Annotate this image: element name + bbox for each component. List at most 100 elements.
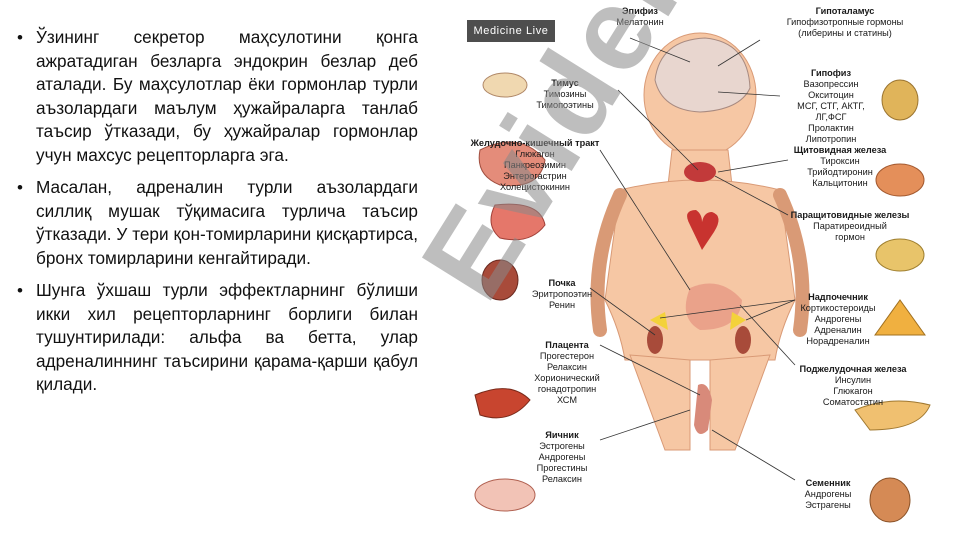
adrenal-shape — [730, 312, 746, 330]
label-yaichnik: Яичник Эстрогены Андрогены Прогестины Ре… — [522, 430, 602, 485]
bullet-text: Ўзининг секретор маҳсулотини қонга ажрат… — [36, 27, 418, 165]
label-line: Гипофизотропные гормоны — [786, 17, 904, 27]
label-line: Андрогены — [814, 314, 862, 324]
label-line: Кортикостероиды — [800, 303, 876, 313]
label-epifiz: Эпифиз Мелатонин — [600, 6, 680, 28]
side-organ-icons — [474, 72, 931, 523]
label-title: Плацента — [545, 340, 589, 350]
endocrine-figure: Эпифиз Мелатонин Гипоталамус Гипофизотро… — [450, 0, 961, 540]
label-line: Ренин — [548, 300, 576, 310]
label-line: гонадотропин — [537, 384, 597, 394]
label-line: ЛГ,ФСГ — [815, 112, 847, 122]
thymus-icon — [482, 72, 528, 98]
label-line: Инсулин — [834, 375, 872, 385]
pituitary-icon — [881, 79, 919, 121]
testis-icon — [869, 477, 911, 523]
label-line: Соматостатин — [822, 397, 884, 407]
label-title: Эпифиз — [622, 6, 658, 16]
label-title: Поджелудочная железа — [799, 364, 907, 374]
stomach-shape — [685, 283, 742, 330]
label-line: Андрогены — [804, 489, 852, 499]
label-title: Паращитовидные железы — [790, 210, 910, 220]
bullet-dot-icon: • — [17, 281, 23, 300]
brain-shape — [654, 37, 751, 113]
label-line: Тимопоэтины — [536, 100, 594, 110]
bullet-item: • Ўзининг секретор маҳсулотини қонга ажра… — [14, 26, 418, 167]
placenta-icon — [474, 388, 531, 419]
label-line: Адреналин — [814, 325, 862, 335]
label-title: Желудочно-кишечный тракт — [470, 138, 600, 148]
label-semennik: Семенник Андрогены Эстрагены — [788, 478, 868, 511]
label-shchitovidnaya: Щитовидная железа Тироксин Трийодтиронин… — [785, 145, 895, 189]
ovary-icon — [474, 478, 536, 512]
label-line: Мелатонин — [616, 17, 664, 27]
adrenal-shape — [650, 312, 668, 330]
label-zhkt: Желудочно-кишечный тракт Глюкагон Панкре… — [460, 138, 610, 193]
brand-badge: Medicine Live — [467, 20, 555, 42]
thyroid-shape — [684, 162, 716, 182]
heart-shape — [687, 210, 719, 250]
label-line: Тироксин — [820, 156, 860, 166]
label-line: Окситоцин — [808, 90, 854, 100]
bullet-list: • Ўзининг секретор маҳсулотини қонга ажра… — [14, 26, 418, 397]
label-title: Гипофиз — [810, 68, 852, 78]
label-line: Энтерогастрин — [503, 171, 567, 181]
kidney-shape — [647, 326, 663, 354]
label-timus: Тимус Тимозины Тимопоэтины — [530, 78, 600, 111]
label-gipofiz: Гипофиз Вазопрессин Окситоцин МСГ, СТГ, … — [786, 68, 876, 145]
kidney-shape — [735, 326, 751, 354]
pancreas-icon — [854, 400, 931, 431]
stomach-icon — [478, 141, 546, 187]
label-line: гормон — [835, 232, 865, 242]
label-line: Паратиреоидный — [813, 221, 887, 231]
label-line: Прогестерон — [539, 351, 595, 361]
label-line: Эритропоэтин — [531, 289, 593, 299]
leader-lines — [589, 37, 796, 481]
label-pochka: Почка Эритропоэтин Ренин — [522, 278, 602, 311]
label-line: Хорионический — [534, 373, 600, 383]
label-line: Эстрагены — [805, 500, 851, 510]
label-title: Тимус — [551, 78, 579, 88]
label-line: Глюкагон — [833, 386, 873, 396]
bullet-dot-icon: • — [17, 178, 23, 197]
label-line: Кальцитонин — [812, 178, 868, 188]
label-line: ХСМ — [556, 395, 577, 405]
bullet-item: • Масалан, адреналин турли аъзолардаги си… — [14, 176, 418, 270]
endocrine-illustration — [474, 32, 931, 523]
label-title: Почка — [548, 278, 576, 288]
body-silhouette — [590, 32, 810, 451]
bullet-dot-icon: • — [17, 28, 23, 47]
label-line: Релаксин — [547, 362, 587, 372]
bullet-text: Масалан, адреналин турли аъзолардаги сил… — [36, 177, 418, 268]
label-line: Глюкагон — [515, 149, 555, 159]
label-title: Семенник — [805, 478, 851, 488]
label-line: Прогестины — [536, 463, 588, 473]
bullet-item: • Шунга ўхшаш турли эффектларнинг бўлиши … — [14, 279, 418, 397]
label-line: (либерины и статины) — [798, 28, 892, 38]
intestine-icon — [490, 203, 546, 241]
text-column: • Ўзининг секретор маҳсулотини қонга ажра… — [14, 26, 418, 406]
label-podzheludochnaya: Поджелудочная железа Инсулин Глюкагон Со… — [788, 364, 918, 408]
label-nadpochechnik: Надпочечник Кортикостероиды Андрогены Ад… — [788, 292, 888, 347]
label-line: Вазопрессин — [803, 79, 859, 89]
label-line: Тимозины — [543, 89, 587, 99]
label-line: Пролактин — [808, 123, 854, 133]
bullet-text: Шунга ўхшаш турли эффектларнинг бўлиши и… — [36, 280, 418, 394]
label-gipotalamus: Гипоталамус Гипофизотропные гормоны (либ… — [780, 6, 910, 39]
label-platsenta: Плацента Прогестерон Релаксин Хорионичес… — [522, 340, 612, 406]
label-title: Яичник — [545, 430, 579, 440]
label-line: Трийодтиронин — [807, 167, 873, 177]
kidney-icon — [481, 259, 519, 301]
reproductive-shape — [694, 384, 712, 434]
label-line: Эстрогены — [539, 441, 585, 451]
label-line: Холецистокинин — [499, 182, 571, 192]
label-line: Панкреозимин — [504, 160, 566, 170]
label-line: Липотропин — [805, 134, 857, 144]
label-parashchitovidnye: Паращитовидные железы Паратиреоидный гор… — [785, 210, 915, 243]
thyroid-icon — [875, 163, 925, 197]
label-title: Гипоталамус — [815, 6, 875, 16]
parathyroid-icon — [875, 238, 925, 272]
label-line: Релаксин — [542, 474, 582, 484]
label-line: Андрогены — [538, 452, 586, 462]
